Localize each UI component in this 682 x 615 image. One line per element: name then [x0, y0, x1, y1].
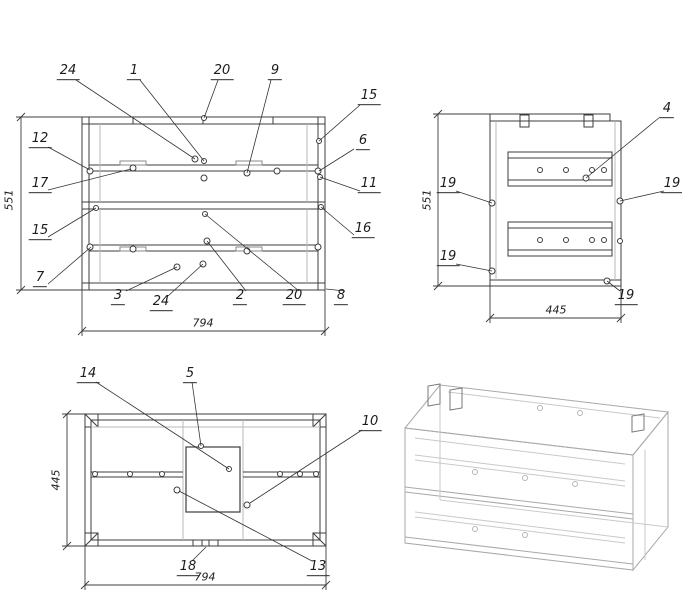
callout-front-8: 8: [333, 289, 349, 305]
dim-plan-width: 794: [194, 570, 216, 584]
front-view-dimensions: [16, 112, 330, 336]
callout-front-15-right: 15: [357, 89, 381, 105]
callout-front-17: 17: [28, 177, 52, 193]
callout-front-6: 6: [355, 134, 371, 150]
callout-front-2: 2: [232, 289, 248, 305]
side-view-leaders: [455, 116, 665, 292]
callout-side-19-left-lower: 19: [436, 250, 460, 266]
isometric-view-drawing: [404, 383, 669, 572]
callout-plan-10: 10: [358, 415, 382, 431]
callout-front-16: 16: [351, 222, 375, 238]
callout-plan-13: 13: [306, 560, 330, 576]
callout-front-1: 1: [126, 64, 142, 80]
front-view-leaders: [47, 79, 361, 297]
callout-front-12: 12: [28, 132, 52, 148]
side-view-drawing: [488, 113, 624, 287]
dim-plan-depth: 445: [49, 469, 63, 491]
plan-view-drawing: [84, 413, 327, 547]
dim-front-height: 551: [2, 189, 16, 211]
callout-plan-14: 14: [76, 367, 100, 383]
plan-view-leaders: [95, 381, 363, 562]
front-view-drawing: [81, 115, 326, 291]
callout-front-20-bottom: 20: [282, 289, 306, 305]
callout-front-24-bottom: 24: [149, 295, 173, 311]
dim-front-width: 794: [192, 316, 214, 330]
callout-front-20-top: 20: [210, 64, 234, 80]
side-view-dimensions: [433, 109, 626, 323]
callout-front-3: 3: [110, 289, 126, 305]
dim-side-depth: 445: [545, 303, 567, 317]
callout-side-4: 4: [659, 102, 675, 118]
callout-front-7: 7: [32, 271, 48, 287]
callout-side-19-bottom: 19: [614, 289, 638, 305]
callout-side-19-right: 19: [660, 177, 682, 193]
callout-front-9: 9: [267, 64, 283, 80]
callout-front-11: 11: [357, 177, 381, 193]
callout-front-24-top: 24: [56, 64, 80, 80]
plan-view-dimensions: [62, 409, 331, 590]
callout-plan-5: 5: [182, 367, 198, 383]
callout-side-19-left-upper: 19: [436, 177, 460, 193]
callout-front-15-left: 15: [28, 224, 52, 240]
dim-side-height: 551: [420, 189, 434, 211]
callout-plan-18: 18: [176, 560, 200, 576]
